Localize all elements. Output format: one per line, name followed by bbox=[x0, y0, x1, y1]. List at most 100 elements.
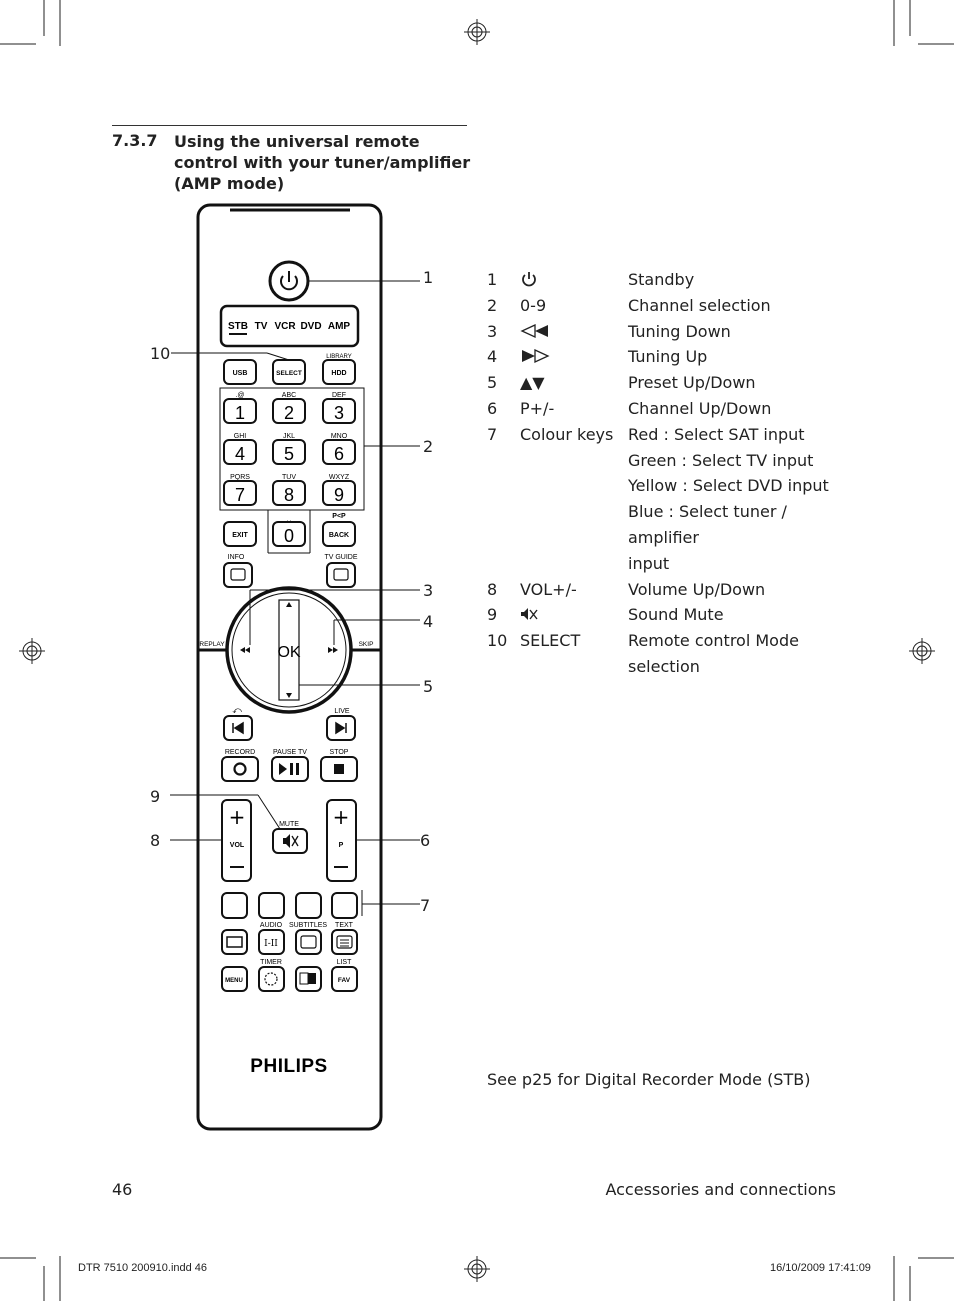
registration-mark-left bbox=[19, 638, 45, 664]
section-rule bbox=[112, 125, 467, 126]
legend-row: input bbox=[628, 553, 670, 573]
callout-10: 10 bbox=[150, 344, 171, 363]
svg-text:MENU: MENU bbox=[225, 978, 243, 984]
svg-text:STOP: STOP bbox=[330, 749, 349, 756]
text-button bbox=[331, 929, 358, 955]
menu-button bbox=[221, 966, 248, 992]
callout-7: 7 bbox=[420, 896, 431, 915]
svg-text:SELECT: SELECT bbox=[276, 370, 302, 377]
digit-number: 5 bbox=[284, 444, 294, 464]
digit-number: 4 bbox=[235, 444, 245, 464]
power-icon bbox=[522, 272, 536, 287]
digit-number: 1 bbox=[235, 403, 245, 423]
svg-text:RECORD: RECORD bbox=[225, 749, 255, 756]
svg-text:MUTE: MUTE bbox=[279, 821, 299, 828]
callout-5: 5 bbox=[423, 677, 434, 696]
subtitles-button bbox=[295, 929, 322, 955]
fast-forward-icon bbox=[522, 349, 550, 364]
callout-2: 2 bbox=[423, 437, 434, 456]
mode-amp: AMP bbox=[328, 321, 351, 332]
mode-selector-bar bbox=[219, 304, 360, 348]
callout-lines bbox=[170, 280, 420, 916]
ok-button bbox=[278, 599, 300, 701]
page-number: 46 bbox=[112, 1180, 133, 1199]
digit-key-outline bbox=[223, 398, 257, 424]
svg-text:USB: USB bbox=[233, 370, 248, 377]
svg-text:HDD: HDD bbox=[331, 370, 346, 377]
mode-dvd: DVD bbox=[300, 321, 321, 332]
legend-row: Blue : Select tuner / amplifier bbox=[628, 502, 787, 547]
digit-letters: ABC bbox=[282, 392, 296, 399]
legend-row: 3 Tuning Down bbox=[487, 321, 731, 341]
callout-1: 1 bbox=[423, 268, 434, 287]
svg-text:+: + bbox=[333, 805, 350, 829]
svg-text:FAV: FAV bbox=[338, 977, 351, 984]
digit-number: 7 bbox=[235, 485, 245, 505]
svg-text:TV GUIDE: TV GUIDE bbox=[324, 554, 357, 561]
footer-section-name: Accessories and connections bbox=[605, 1180, 836, 1199]
digit-key-3: DEF 3 bbox=[322, 392, 356, 424]
svg-text:TEXT: TEXT bbox=[335, 922, 354, 929]
svg-text:LIVE: LIVE bbox=[334, 708, 350, 715]
yellow-key bbox=[295, 892, 322, 919]
svg-text:I-II: I-II bbox=[264, 939, 278, 949]
digit-key-outline bbox=[272, 480, 306, 506]
philips-logo: PHILIPS bbox=[250, 1056, 327, 1077]
rewind-icon bbox=[520, 323, 548, 338]
svg-text:BACK: BACK bbox=[329, 532, 349, 539]
svg-text:PAUSE TV: PAUSE TV bbox=[273, 749, 307, 756]
callout-4: 4 bbox=[423, 612, 434, 631]
record-button bbox=[221, 756, 259, 782]
digit-key-outline bbox=[272, 439, 306, 465]
digit-key-outline bbox=[223, 439, 257, 465]
digit-key-1: .@1 bbox=[223, 392, 257, 424]
hdd-button bbox=[322, 359, 356, 385]
svg-text:SUBTITLES: SUBTITLES bbox=[289, 922, 327, 929]
exit-button bbox=[223, 521, 257, 547]
timer-button bbox=[258, 966, 285, 992]
registration-mark-bottom bbox=[464, 1256, 490, 1282]
legend-row: Yellow : Select DVD input bbox=[628, 476, 829, 496]
digit-letters: MNO bbox=[331, 433, 348, 440]
digit-letters: PQRS bbox=[230, 474, 250, 481]
digit-letters: DEF bbox=[332, 392, 346, 399]
tv-guide-button bbox=[326, 562, 356, 588]
slug-timestamp: 16/10/2009 17:41:09 bbox=[770, 1262, 871, 1274]
digit-letters: JKL bbox=[283, 433, 295, 440]
callout-8: 8 bbox=[150, 831, 161, 850]
registration-mark-right bbox=[909, 638, 935, 664]
mode-tv: TV bbox=[255, 321, 268, 332]
library-label: LIBRARY bbox=[326, 354, 352, 360]
callout-6: 6 bbox=[420, 831, 431, 850]
svg-text:⎵: ⎵ bbox=[287, 512, 291, 522]
svg-text:INFO: INFO bbox=[228, 554, 245, 561]
digit-key-outline bbox=[322, 398, 356, 424]
svg-text:OK: OK bbox=[277, 644, 300, 661]
registration-mark-top bbox=[464, 19, 490, 45]
svg-text:TIMER: TIMER bbox=[260, 959, 282, 966]
power-button bbox=[268, 260, 310, 302]
legend-row: 1 Standby bbox=[487, 270, 695, 289]
audio-button bbox=[258, 929, 285, 955]
section-title: Using the universal remote control with … bbox=[174, 132, 471, 193]
legend-row: 9 Sound Mute bbox=[487, 605, 724, 625]
digit-letters: WXYZ bbox=[329, 474, 350, 481]
digit-key-5: JKL 5 bbox=[272, 433, 306, 465]
red-key bbox=[221, 892, 248, 919]
mute-icon bbox=[521, 608, 538, 621]
svg-text:⤺: ⤺ bbox=[232, 706, 242, 716]
digit-number: 3 bbox=[334, 403, 344, 423]
mode-stb: STB bbox=[228, 321, 248, 332]
svg-text:+: + bbox=[229, 805, 246, 829]
svg-text:P: P bbox=[339, 842, 344, 849]
